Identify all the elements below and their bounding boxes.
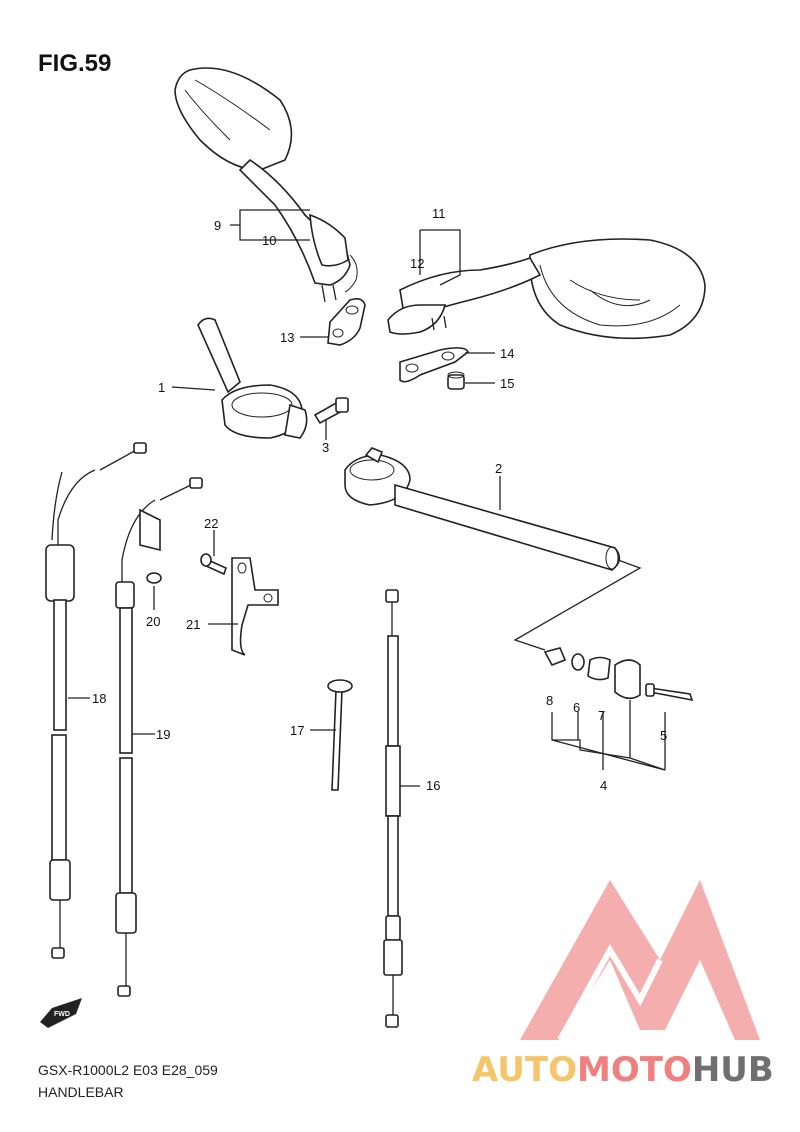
callout-18: 18	[92, 691, 106, 706]
watermark-part-3: HUB	[691, 1050, 774, 1090]
leader-lines	[68, 209, 666, 787]
right-mirror	[387, 238, 706, 340]
left-mirror	[174, 67, 358, 303]
callout-17: 17	[290, 723, 304, 738]
callout-12: 12	[410, 256, 424, 271]
callout-13: 13	[280, 330, 294, 345]
callout-22: 22	[204, 516, 218, 531]
callout-21: 21	[186, 617, 200, 632]
bolt-22	[200, 553, 227, 576]
callout-6: 6	[573, 700, 580, 715]
bolt-3	[313, 397, 349, 425]
watermark-brand: AUTOMOTOHUB	[472, 1050, 774, 1090]
callout-4: 4	[600, 778, 607, 793]
callout-16: 16	[426, 778, 440, 793]
callout-2: 2	[495, 461, 502, 476]
callout-20: 20	[146, 614, 160, 629]
callout-19: 19	[156, 727, 170, 742]
cable-tie-17	[327, 679, 353, 791]
callout-1: 1	[158, 380, 165, 395]
figure-title: FIG.59	[38, 50, 112, 77]
nut-15	[447, 371, 465, 390]
callout-labels: 1 2 3 4 5 6 7 8 9 10 11 12 13 14 15 16 1…	[54, 206, 667, 1018]
callout-8: 8	[546, 693, 553, 708]
bracket-21	[231, 557, 279, 656]
callout-9: 9	[214, 218, 221, 233]
watermark-part-2: MOTO	[576, 1050, 692, 1090]
bracket-14	[399, 347, 469, 383]
left-handlebar	[197, 317, 308, 439]
callout-15: 15	[500, 376, 514, 391]
model-code: GSX-R1000L2 E03 E28_059	[38, 1062, 218, 1078]
watermark-part-1: AUTO	[472, 1050, 577, 1090]
fwd-label: FWD	[54, 1011, 70, 1018]
callout-11: 11	[432, 206, 446, 221]
bolt-20	[146, 572, 162, 584]
return-cable-19	[115, 477, 203, 997]
callout-10: 10	[262, 233, 276, 248]
bracket-13	[327, 298, 366, 346]
bar-end-weight-assembly	[543, 647, 694, 702]
watermark-logo	[520, 880, 760, 1042]
throttle-cable-18	[45, 442, 147, 959]
callout-3: 3	[322, 440, 329, 455]
right-handlebar	[344, 447, 621, 571]
callout-5: 5	[660, 728, 667, 743]
figure-name: HANDLEBAR	[38, 1084, 124, 1100]
callout-14: 14	[500, 346, 514, 361]
callout-7: 7	[598, 708, 605, 723]
fwd-arrow-icon	[40, 998, 82, 1028]
clutch-cable-16	[383, 589, 403, 1028]
